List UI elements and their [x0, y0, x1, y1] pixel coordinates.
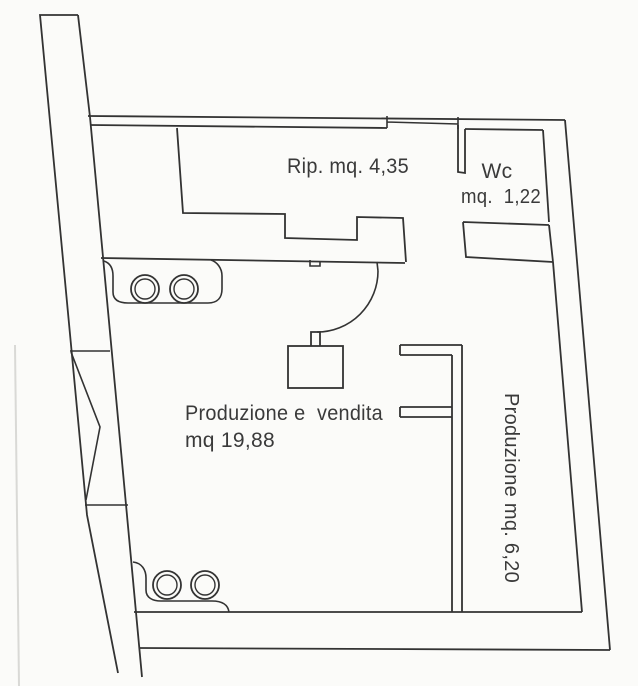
counter-outline-bottom	[132, 561, 230, 613]
rip-room-walls	[176, 127, 407, 263]
door-leaf-stub	[310, 331, 321, 346]
top-wall-inner	[89, 124, 388, 129]
wc-walls	[457, 125, 554, 263]
wc-room-name: Wc	[482, 160, 513, 183]
top-wall-outer	[87, 115, 566, 121]
sink-basin-inner	[173, 278, 195, 300]
outer-left-wall	[39, 14, 119, 674]
inner-left-wall	[89, 116, 143, 678]
rip-room-label: Rip. mq. 4,35	[287, 155, 409, 178]
sink-basin-inner	[194, 574, 216, 596]
oven-box	[287, 345, 344, 389]
partition-wall-right	[399, 344, 463, 612]
rip-room-outline	[176, 127, 407, 263]
window-glazing-left	[70, 350, 128, 506]
door-swing	[310, 261, 379, 346]
sink-basin-inner	[156, 574, 178, 596]
wc-bottom-wall	[462, 221, 554, 263]
main-ceiling-wall	[100, 257, 406, 264]
wc-right-wall	[542, 129, 550, 223]
partition-bar-middle	[399, 406, 452, 418]
bottom-wall-outer	[139, 647, 611, 651]
inner-right-wall	[552, 261, 583, 613]
door-arc	[316, 270, 379, 333]
wc-left-wall-stub	[457, 125, 466, 175]
counter-outline-top	[103, 259, 223, 304]
partition-vertical	[451, 345, 463, 612]
partition-bar-top	[399, 344, 462, 356]
sink-basin-inner	[134, 278, 156, 300]
door-hinge-notch	[309, 260, 321, 267]
sink-counter-bottom	[132, 561, 230, 613]
wc-room-area: mq. 1,22	[461, 186, 541, 208]
scan-edge-line	[14, 344, 20, 686]
door-jamb	[376, 261, 379, 272]
main-room-top-wall	[100, 257, 406, 267]
main-room-name: Produzione e vendita	[185, 402, 383, 425]
chimney-right-edge	[77, 14, 91, 118]
main-room-area: mq 19,88	[185, 429, 275, 452]
sink-counter-top	[103, 259, 223, 304]
wc-top-wall	[464, 128, 544, 131]
left-wall-window	[70, 350, 128, 506]
corridor-room-label: Produzione mq. 6,20	[500, 393, 522, 583]
outer-walls	[39, 14, 611, 678]
outer-right-wall	[564, 119, 611, 651]
